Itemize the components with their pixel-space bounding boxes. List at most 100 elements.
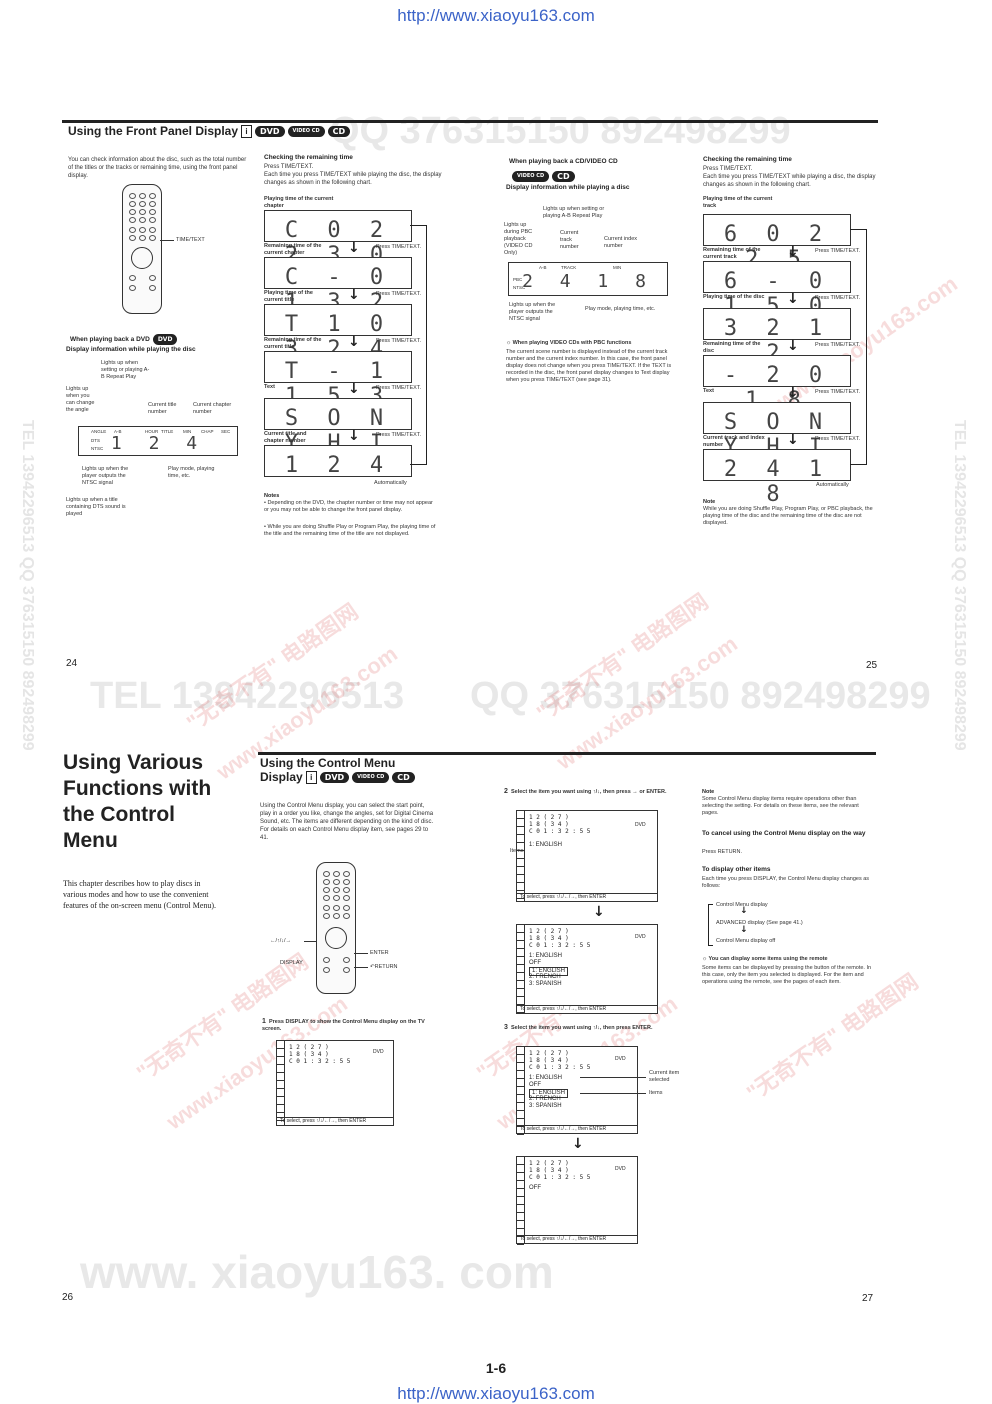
tip-icon-2: ☼ — [702, 956, 708, 962]
other-text: Each time you press DISPLAY, the Control… — [702, 876, 870, 889]
p24-notes-title: Notes — [264, 493, 280, 499]
p25-remaining-text: Press TIME/TEXT.Each time you press TIME… — [703, 166, 876, 188]
label-ntsc: Lights up when the player outputs the NT… — [82, 466, 129, 486]
leader-items — [580, 1093, 646, 1094]
lcd-step-label: Playing time of the disc — [703, 294, 765, 300]
down-arrow-icon-1: ↓ — [593, 904, 605, 920]
cd-panel-digits: 2 4 1 8 — [522, 271, 654, 292]
page-number-24: 24 — [66, 658, 78, 669]
sheet-number: 1-6 — [485, 1360, 507, 1376]
leader-arrows — [304, 941, 316, 942]
p24-remaining-heading: Checking the remaining time — [264, 154, 353, 161]
cancel-title: To cancel using the Control Menu display… — [702, 830, 866, 837]
press-time-text-label: Press TIME/TEXT. — [376, 244, 422, 250]
label-angle: Lights up when you can change the angle — [66, 386, 95, 413]
p25-note-title: Note — [703, 499, 716, 505]
header-url[interactable]: http://www.xiaoyu163.com — [397, 6, 595, 25]
label-title-number: Current title number — [148, 402, 177, 415]
p25-first-label: Playing time of the current track — [703, 196, 773, 209]
cycle-arrow-icon-1: ↓ — [740, 906, 748, 916]
lcd-panel: T 1 0 3 2 4 — [264, 304, 412, 362]
lcd-digits: 6 0 2 2 5 — [723, 222, 831, 272]
lcd-panel: C 0 2 2 3 0 — [264, 210, 412, 268]
lcd-step-label: Remaining time of the disc — [703, 341, 761, 354]
remote-display-label: DISPLAY — [280, 960, 303, 966]
p25-subheading: Display information while playing a disc — [506, 184, 630, 191]
lcd-step-label: Playing time of the current title — [264, 290, 313, 303]
watermark-mid-left: TEL 13942296513 — [90, 675, 405, 717]
lcd-panel: T - 1 1 5 3 6 — [264, 351, 412, 434]
lcd-step-label: Text — [703, 388, 714, 394]
osd-screen-5: 1 2 ( 2 7 ) 1 8 ( 3 4 ) C 0 1 : 3 2 : 5 … — [516, 1156, 638, 1245]
cycle-item-1: Control Menu display — [716, 902, 768, 908]
p25-remaining-heading: Checking the remaining time — [703, 156, 792, 163]
watermark-vertical-right: TEL 13942296513 QQ 376315150 892498299 — [951, 420, 968, 751]
step-3: 3 Select the item you want using ↑/↓, th… — [504, 1024, 653, 1031]
press-time-text-label: Press TIME/TEXT. — [815, 295, 861, 301]
cycle-bracket — [708, 904, 713, 946]
lcd-panel: 1 2 4 — [264, 445, 412, 478]
p24-first-label: Playing time of the current chapter — [264, 196, 334, 209]
cycle-item-3: Control Menu display off — [716, 938, 776, 944]
footer-url[interactable]: http://www.xiaoyu163.com — [397, 1384, 595, 1403]
p27-note-text: Some Control Menu display items require … — [702, 796, 859, 816]
page-number-27: 27 — [862, 1293, 874, 1304]
lcd-panel: 6 - 0 1 5 0 — [703, 261, 851, 319]
remote-arrows-label: ←/↑/↓/→ — [270, 938, 292, 944]
p24-remaining-text: Press TIME/TEXT.Each time you press TIME… — [264, 164, 442, 186]
down-arrow-icon: ↓ — [787, 385, 799, 401]
osd-screen-1: 1 2 ( 2 7 ) 1 8 ( 3 4 ) C 0 1 : 3 2 : 5 … — [276, 1040, 394, 1126]
step-2: 2 Select the item you want using ↑/↓, th… — [504, 788, 667, 795]
dvd-panel-digits: 1 2 4 — [110, 433, 206, 454]
time-text-leader — [160, 240, 174, 241]
p24-intro: You can check information about the disc… — [68, 157, 247, 179]
leader-return — [354, 967, 368, 968]
p25-tip-title: ☼ When playing VIDEO CDs with PBC functi… — [506, 340, 632, 346]
remote-return-label: ↶RETURN — [370, 964, 398, 970]
label-chapter-number: Current chapter number — [193, 402, 232, 415]
label-dts: Lights up when a title containing DTS so… — [66, 497, 126, 517]
cycle-arrow-icon-2: ↓ — [740, 925, 748, 935]
p25-heading: When playing back a CD/VIDEO CD — [509, 158, 618, 165]
p25-cycle-bracket — [850, 229, 867, 465]
p24-cycle-bracket — [410, 225, 427, 465]
leader-enter — [354, 953, 368, 954]
cd-label-index: Current index number — [604, 236, 638, 249]
osd-screen-3: 1 2 ( 2 7 ) 1 8 ( 3 4 ) C 0 1 : 3 2 : 5 … — [516, 924, 658, 1014]
osd-screen-4: 1 2 ( 2 7 ) 1 8 ( 3 4 ) C 0 1 : 3 2 : 5 … — [516, 1046, 638, 1135]
lcd-panel: S O N Y H I — [264, 398, 412, 456]
items-label-2: Items — [649, 1090, 663, 1096]
chapter-title: Using Various Functions with the Control… — [63, 751, 212, 852]
press-time-text-label: Press TIME/TEXT. — [815, 248, 861, 254]
p25-auto-label: Automatically — [816, 482, 849, 488]
lcd-panel: C - 0 1 3 2 0 — [264, 257, 412, 340]
lcd-step-label: Current title and chapter number — [264, 431, 307, 444]
bottom-rule — [258, 752, 876, 755]
down-arrow-icon: ↓ — [348, 428, 360, 444]
lcd-step-label: Remaining time of the current title — [264, 337, 322, 350]
down-arrow-icon: ↓ — [787, 244, 799, 260]
label-play-mode: Play mode, playing time, etc. — [168, 466, 215, 479]
down-arrow-icon: ↓ — [348, 381, 360, 397]
press-time-text-label: Press TIME/TEXT. — [815, 436, 861, 442]
press-time-text-label: Press TIME/TEXT. — [376, 432, 422, 438]
cycle-item-2: ADVANCED display (See page 41.) — [716, 920, 803, 926]
p25-note-text: While you are doing Shuffle Play, Progra… — [703, 506, 873, 526]
watermark-diag-cn-5: "无奇不有" 电路图网 — [742, 968, 923, 1106]
down-arrow-icon: ↓ — [348, 287, 360, 303]
lcd-panel: - 2 0 1 8 — [703, 355, 851, 413]
cd-label-pbc: Lights up during PBC playback (VIDEO CD … — [504, 222, 533, 256]
watermark-vertical-left: TEL 13942296513 QQ 376315150 892498299 — [19, 420, 36, 751]
cancel-text: Press RETURN. — [702, 849, 743, 855]
items-label: Items — [510, 848, 524, 854]
lcd-step-label: Remaining time of the current chapter — [264, 243, 322, 256]
p26-intro: Using the Control Menu display, you can … — [260, 803, 434, 841]
label-ab-repeat: Lights up when setting or playing A-B Re… — [101, 360, 150, 380]
current-item-label: Current item selected — [649, 1070, 680, 1083]
cd-label-ab: Lights up when setting or playing A-B Re… — [543, 206, 605, 219]
other-title: To display other items — [702, 866, 771, 873]
